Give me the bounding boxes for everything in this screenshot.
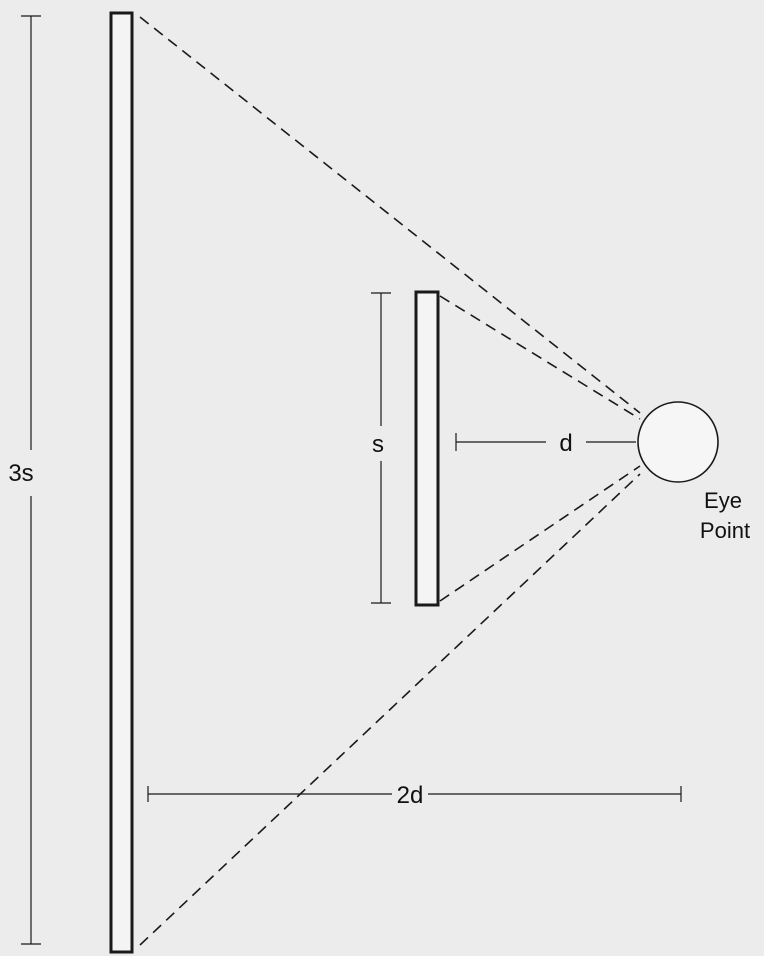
- large-panel: [109, 11, 134, 954]
- eye-point-label-line2: Point: [700, 518, 750, 543]
- far-distance-label: 2d: [397, 782, 424, 809]
- eye-point-label-line1: Eye: [704, 488, 742, 513]
- small-height-label: s: [372, 431, 384, 458]
- far-distance-dimension: 2d: [147, 782, 682, 809]
- sight-lines: [139, 16, 641, 946]
- sight-line-small-top: [439, 295, 641, 420]
- near-distance-dimension: d: [455, 430, 636, 457]
- near-distance-label: d: [559, 430, 572, 457]
- large-height-dimension: 3s: [8, 15, 41, 945]
- sight-line-large-top: [139, 16, 641, 414]
- sight-line-small-bottom: [439, 465, 641, 602]
- small-panel: [414, 290, 440, 607]
- small-height-dimension: s: [371, 292, 391, 604]
- eye-point-circle: [637, 401, 719, 483]
- sight-line-large-bottom: [139, 473, 641, 946]
- large-height-label: 3s: [8, 460, 33, 487]
